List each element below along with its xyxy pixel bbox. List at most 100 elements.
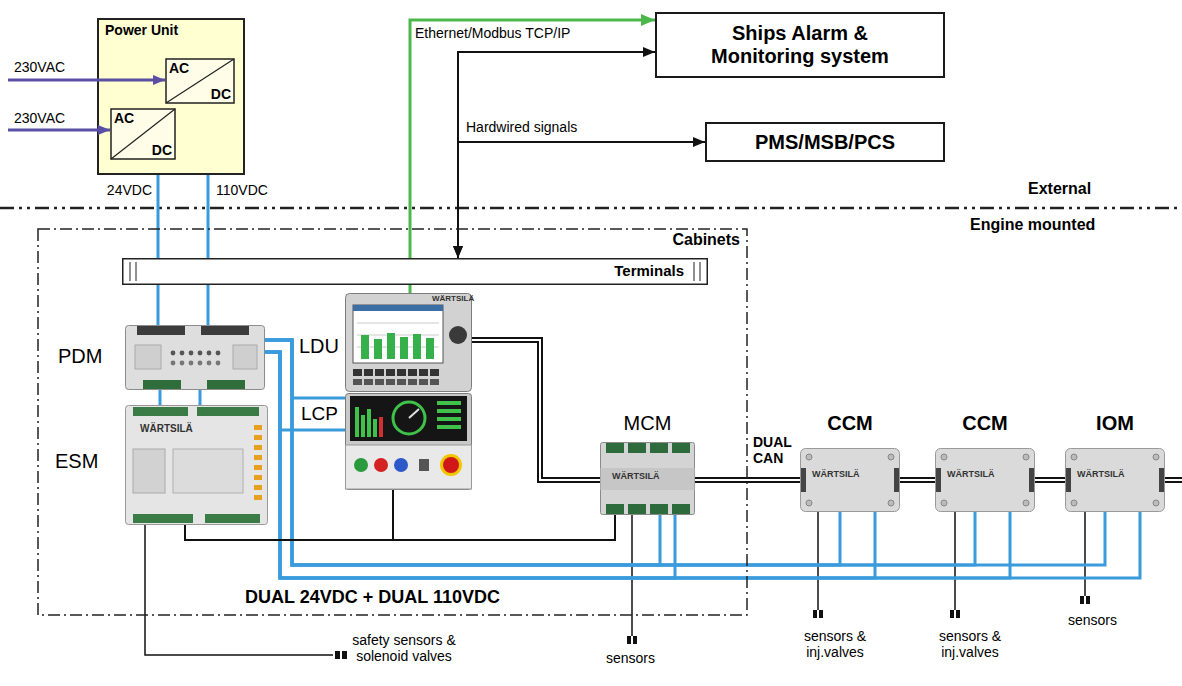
converter-diagonal <box>111 109 175 159</box>
connector-line <box>199 390 202 405</box>
key-button <box>386 369 395 376</box>
chart-bar <box>367 409 371 437</box>
strip-outline <box>123 259 708 285</box>
indicator-led <box>207 361 212 366</box>
connector-symbol <box>813 610 823 618</box>
side-connector <box>1159 468 1164 492</box>
module-housing <box>936 449 1035 512</box>
key-button <box>386 379 395 385</box>
terminal-block <box>650 443 668 453</box>
indicator-led <box>189 361 194 366</box>
key-button <box>419 369 428 376</box>
power-line <box>265 340 975 565</box>
shape-outline <box>935 448 1035 512</box>
screw <box>1023 454 1029 460</box>
connector-symbol <box>1080 596 1090 604</box>
converter-side: DC <box>211 86 231 102</box>
terminal-block <box>133 407 188 416</box>
power-line <box>160 390 161 405</box>
leader-line <box>631 515 633 636</box>
indicator-led <box>171 351 176 356</box>
module-name: CCM <box>915 412 1055 435</box>
terminal-block <box>628 443 646 453</box>
chart-bar <box>373 419 377 437</box>
io-label: sensors & inj.valves <box>790 628 880 660</box>
unit-title: Power Unit <box>105 22 178 38</box>
indicator-led <box>198 361 203 366</box>
screw <box>941 500 947 506</box>
key-button <box>430 369 439 376</box>
boundary-line <box>0 207 1182 210</box>
indicator-led <box>254 465 262 470</box>
indicator-led <box>171 361 176 366</box>
module-panel <box>173 449 243 493</box>
module-housing <box>801 449 900 512</box>
terminal-strip: Terminals <box>122 258 708 285</box>
connector-symbol <box>627 636 637 644</box>
selector-switch <box>419 459 429 471</box>
connector-line <box>472 340 600 480</box>
screw <box>888 454 894 460</box>
power-line <box>265 340 1105 565</box>
screw <box>1153 500 1159 506</box>
bus-label: DUAL 24VDC + DUAL 110VDC <box>245 587 500 608</box>
connector-line <box>157 160 160 325</box>
button-panel <box>346 445 472 489</box>
converter-side: AC <box>114 110 134 126</box>
module-housing <box>126 326 265 390</box>
terminal-block <box>628 504 646 514</box>
terminal-block <box>672 504 690 514</box>
can-bus-stub <box>1165 477 1182 483</box>
unit-outline <box>98 19 244 174</box>
indicator-led <box>254 495 262 500</box>
cabinet-region: TerminalsPDMLDULCPESMMCMCabinets <box>37 228 748 616</box>
connector-label: 110VDC <box>216 182 268 198</box>
terminal-block <box>137 326 185 335</box>
push-button <box>374 458 388 472</box>
connector-line <box>393 490 615 540</box>
control-knob <box>449 326 467 344</box>
push-button <box>394 458 408 472</box>
display-screen <box>350 396 467 441</box>
terminal-block <box>672 443 690 453</box>
can-bus <box>695 480 800 481</box>
terminal-tick <box>700 262 701 281</box>
connector-line <box>185 515 615 540</box>
key-button <box>353 369 362 376</box>
key-button <box>430 379 439 385</box>
converter-box: AC DC <box>110 108 176 160</box>
module-box: IOM <box>1065 448 1165 512</box>
chart-bar <box>361 415 365 437</box>
terminal-block <box>143 380 181 389</box>
connector-line <box>458 142 705 258</box>
system-box: PMS/MSB/PCS <box>705 122 945 162</box>
power-line <box>200 390 201 405</box>
terminal-block <box>133 514 193 523</box>
chart-bar <box>413 334 421 359</box>
can-bus <box>472 340 600 480</box>
grid-line <box>357 323 439 324</box>
chart-bar <box>374 339 382 359</box>
screw <box>806 454 812 460</box>
connector-core <box>472 340 600 480</box>
converter-side: DC <box>152 142 172 158</box>
module-name: LCP <box>301 403 338 425</box>
emergency-stop <box>443 457 459 473</box>
connector-line <box>900 477 935 483</box>
status-bar <box>437 409 461 413</box>
side-connector <box>801 468 806 492</box>
connector-label: Hardwired signals <box>466 119 577 135</box>
terminal-tick <box>130 262 131 281</box>
indicator-led <box>207 351 212 356</box>
io-label: sensors <box>606 650 655 666</box>
connectors <box>158 20 1140 578</box>
module-housing <box>601 443 695 515</box>
ethernet-link <box>410 20 655 293</box>
side-connector <box>1029 468 1034 492</box>
key-button <box>353 379 362 385</box>
screen-header <box>353 305 443 311</box>
voltage-label: 230VAC <box>14 59 65 75</box>
screw <box>1153 454 1159 460</box>
key-button <box>408 369 417 376</box>
